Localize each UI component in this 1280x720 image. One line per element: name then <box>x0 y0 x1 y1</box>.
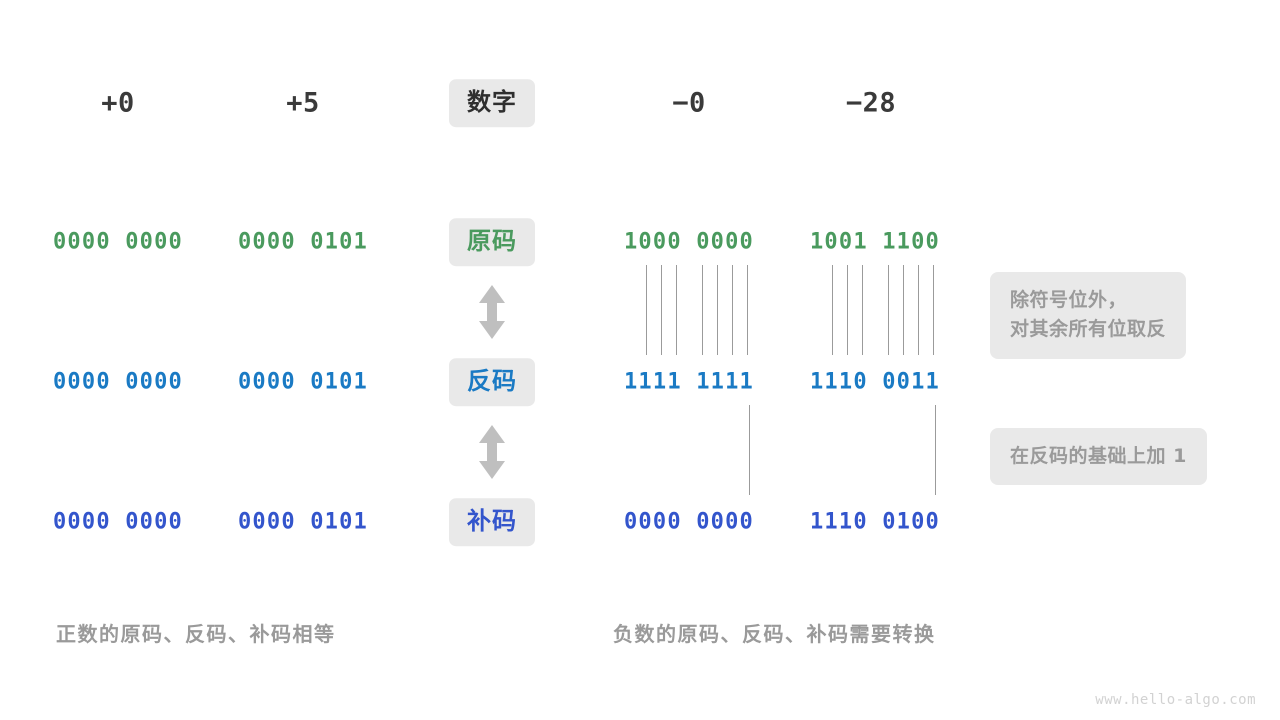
connector-tick <box>847 265 848 355</box>
connector-tick <box>862 265 863 355</box>
connector-tick <box>903 265 904 355</box>
value-ones-complement-neg-28: 1110 0011 <box>809 369 941 395</box>
double-headed-arrow-icon <box>475 283 509 345</box>
connector-tick <box>732 265 733 355</box>
row-label-ones-complement: 反码 <box>449 358 535 406</box>
value-twos-complement-pos-five: 0000 0101 <box>237 509 369 535</box>
note-add-one: 在反码的基础上加 1 <box>990 428 1207 486</box>
row-label-header: 数字 <box>449 79 535 127</box>
row-label-twos-complement: 补码 <box>449 498 535 546</box>
column-header-pos-five: +5 <box>286 87 320 119</box>
connector-tick <box>832 265 833 355</box>
connector-tick <box>918 265 919 355</box>
note-invert-bits: 除符号位外， 对其余所有位取反 <box>990 272 1187 359</box>
value-twos-complement-pos-zero: 0000 0000 <box>52 509 184 535</box>
value-sign-magnitude-neg-28: 1001 1100 <box>809 229 941 255</box>
connector-tick <box>749 405 750 495</box>
connector-tick <box>702 265 703 355</box>
value-twos-complement-neg-28: 1110 0100 <box>809 509 941 535</box>
value-ones-complement-pos-five: 0000 0101 <box>237 369 369 395</box>
value-sign-magnitude-pos-zero: 0000 0000 <box>52 229 184 255</box>
value-ones-complement-pos-zero: 0000 0000 <box>52 369 184 395</box>
row-label-sign-magnitude: 原码 <box>449 218 535 266</box>
note-invert-line2: 对其余所有位取反 <box>1010 318 1167 341</box>
connector-tick <box>646 265 647 355</box>
note-invert-line1: 除符号位外， <box>1010 289 1128 311</box>
double-headed-arrow-icon <box>475 423 509 485</box>
caption-positive: 正数的原码、反码、补码相等 <box>56 622 336 646</box>
column-header-neg-zero: −0 <box>672 87 706 119</box>
column-header-neg-28: −28 <box>845 87 897 119</box>
caption-negative: 负数的原码、反码、补码需要转换 <box>613 622 936 646</box>
connector-tick <box>661 265 662 355</box>
connector-tick <box>935 405 936 495</box>
value-sign-magnitude-pos-five: 0000 0101 <box>237 229 369 255</box>
note-add-one-line1: 在反码的基础上加 1 <box>1010 445 1187 467</box>
value-twos-complement-neg-zero: 0000 0000 <box>623 509 755 535</box>
value-sign-magnitude-neg-zero: 1000 0000 <box>623 229 755 255</box>
value-ones-complement-neg-zero: 1111 1111 <box>623 369 755 395</box>
connector-tick <box>676 265 677 355</box>
connector-tick <box>717 265 718 355</box>
connector-tick <box>747 265 748 355</box>
watermark: www.hello-algo.com <box>1095 692 1256 708</box>
column-header-pos-zero: +0 <box>101 87 135 119</box>
connector-tick <box>888 265 889 355</box>
connector-tick <box>933 265 934 355</box>
